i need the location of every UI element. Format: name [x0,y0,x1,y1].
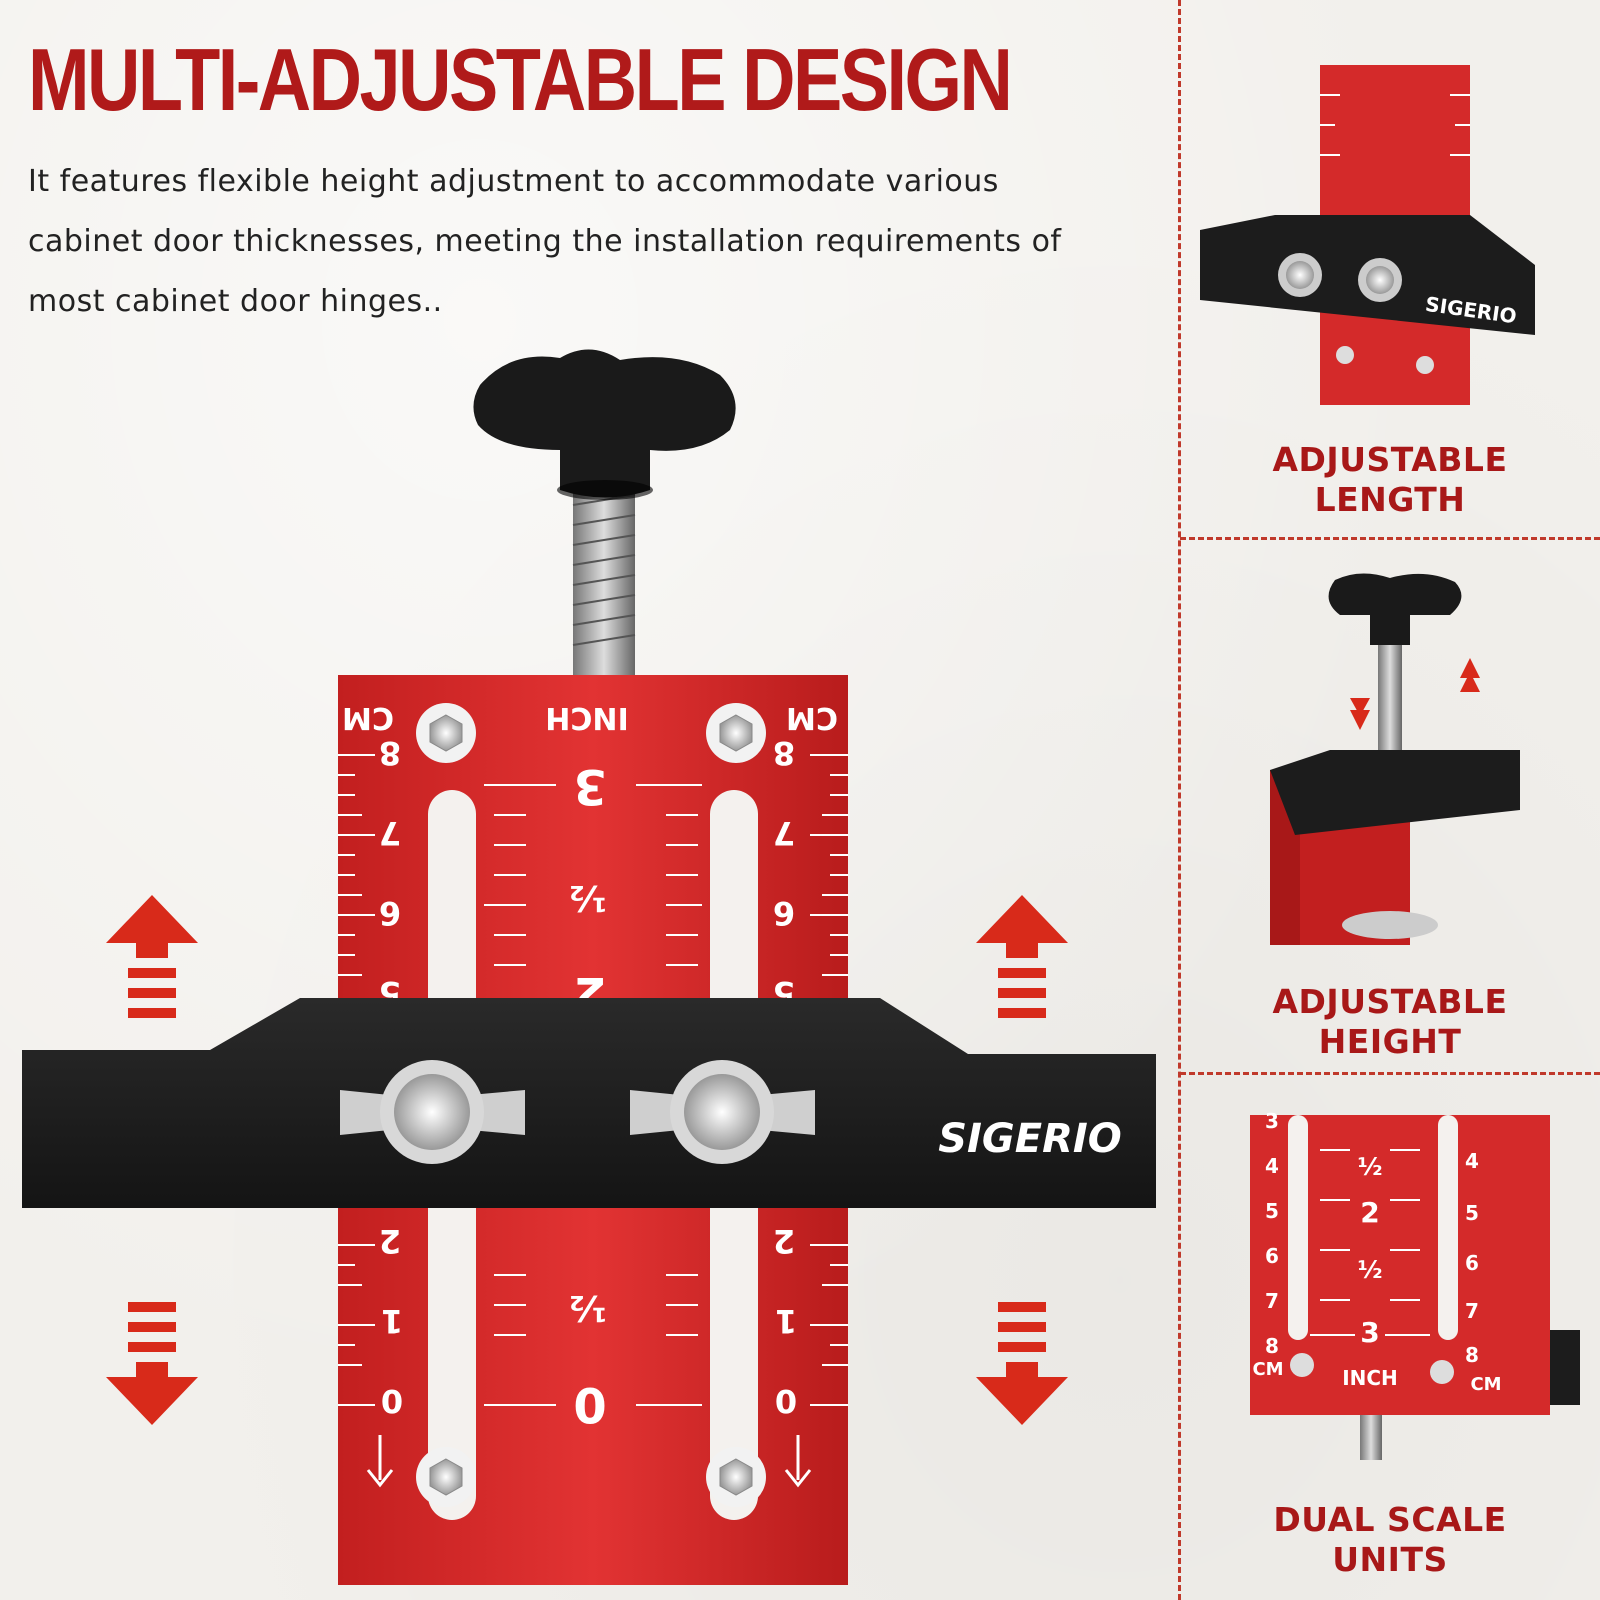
cm-bottom-left-1: 1 [381,1302,403,1340]
caption-dual-scale-units: DUAL SCALE UNITS [1180,1500,1600,1580]
panel2-black-block [1270,750,1520,835]
p3-inch-label: INCH [1342,1366,1398,1390]
cm-ticks-left [338,754,375,1406]
caption-line: UNITS [1332,1540,1448,1579]
cm-top-right-2: 6 [773,894,795,932]
p3-inch-2: ½ [1358,1256,1383,1284]
panel-dual-scale-image: 3 4 5 6 7 8 4 5 6 7 8 ½ 2 ½ 3 CM INCH CM [1250,1110,1580,1460]
p3-cm-left-5: 8 [1265,1334,1279,1358]
headline: MULTI-ADJUSTABLE DESIGN [28,30,1013,129]
inch-ticks [484,784,702,1406]
down-arrow-red-icons [106,1302,1068,1425]
p3-cm-left-3: 6 [1265,1244,1279,1268]
cm-bottom-right-2: 0 [775,1382,797,1420]
panel-adjustable-length-image: SIGERIO [1200,65,1535,405]
caption-adjustable-length: ADJUSTABLE LENGTH [1180,440,1600,520]
p3-cm-right-2: 6 [1465,1251,1479,1275]
p3-cm-label-right: CM [1470,1374,1501,1395]
black-fence-bar [22,998,1156,1208]
p3-cm-left-4: 7 [1265,1289,1279,1313]
cm-bottom-right-1: 1 [775,1302,797,1340]
wing-nut-right [630,1060,815,1164]
cm-label-top-right: CM [786,700,838,735]
cm-top-left-2: 6 [379,894,401,932]
divider-1 [1180,537,1600,540]
cm-top-left-1: 7 [379,814,401,852]
p3-cm-left-2: 5 [1265,1199,1279,1223]
inch-top-1: ½ [569,877,606,918]
caption-line: HEIGHT [1318,1022,1462,1061]
p3-cm-right-1: 5 [1465,1201,1479,1225]
p3-cm-right-3: 7 [1465,1299,1479,1323]
caption-line: DUAL SCALE [1273,1500,1507,1539]
thread-lines [572,494,636,646]
inch-top-0: 3 [573,758,606,814]
cm-bottom-right-0: 2 [773,1222,795,1260]
p3-inch-1: 2 [1360,1196,1379,1229]
star-knob-icon [473,349,736,498]
divider-2 [1180,1072,1600,1075]
p3-cm-label-left: CM [1252,1359,1283,1380]
vertical-divider [1178,0,1181,1600]
panel2-knob-icon [1328,573,1462,615]
hero-product-illustration: CM INCH CM 8 7 6 5 8 7 6 5 3 ½ 2 2 1 0 2… [22,349,1156,1585]
cm-bottom-left-2: 0 [381,1382,403,1420]
p3-cm-right-4: 8 [1465,1343,1479,1367]
cm-bottom-left-0: 2 [379,1222,401,1260]
caption-line: ADJUSTABLE [1272,440,1508,479]
panel2-arrow-icons [1350,658,1480,730]
up-arrow-icons [106,895,1068,1018]
caption-line: LENGTH [1314,480,1466,519]
cm-label-top-left: CM [342,700,394,735]
cm-top-right-1: 7 [773,814,795,852]
panel-adjustable-height-image [1270,573,1520,945]
caption-adjustable-height: ADJUSTABLE HEIGHT [1180,982,1600,1062]
p3-cm-left-0: 3 [1265,1110,1279,1133]
hex-bolts [416,703,766,1507]
down-arrow-icons [366,1435,812,1488]
inch-label-top: INCH [545,700,628,735]
p3-cm-right-0: 4 [1465,1149,1479,1173]
inch-bottom-0: ½ [569,1287,606,1328]
p3-inch-3: 3 [1360,1316,1379,1349]
p3-cm-left-1: 4 [1265,1154,1279,1178]
cm-top-right-0: 8 [773,734,795,772]
cm-ticks-right [810,754,848,1406]
brand-logo-hero: SIGERIO [938,1116,1122,1162]
description: It features flexible height adjustment t… [28,164,1062,319]
wing-nut-left [340,1060,525,1164]
cm-top-left-0: 8 [379,734,401,772]
caption-line: ADJUSTABLE [1272,982,1508,1021]
inch-bottom-1: 0 [573,1376,606,1432]
p3-inch-0: ½ [1358,1153,1383,1181]
